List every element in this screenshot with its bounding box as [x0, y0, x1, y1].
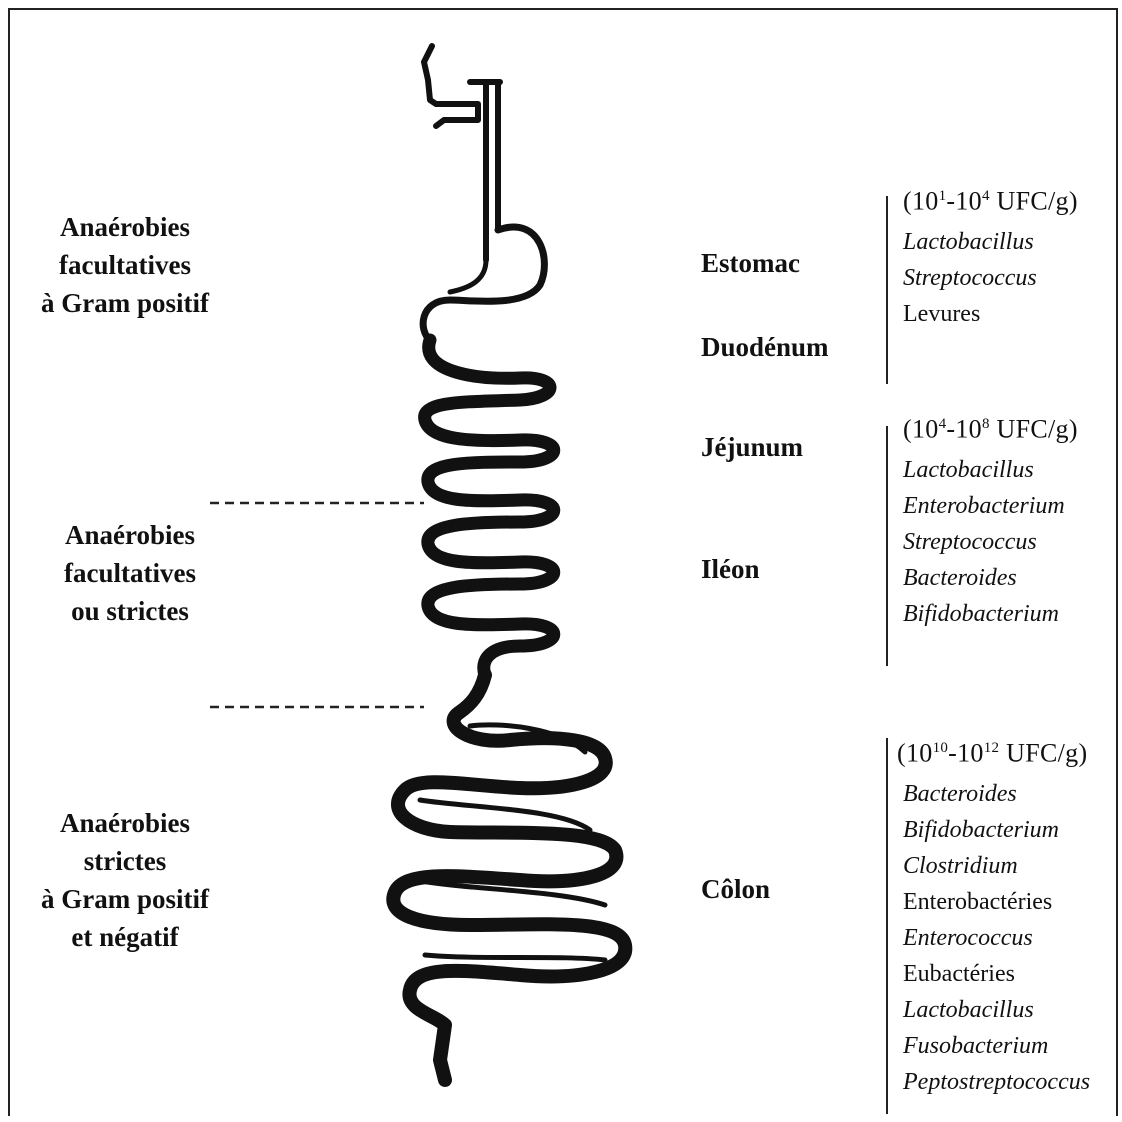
species-item: Bifidobacterium — [903, 596, 1078, 632]
zone-middle-line-2: facultatives — [5, 554, 255, 592]
zone-upper-line-1: Anaérobies — [0, 208, 250, 246]
zone-label-lower: Anaérobies strictes à Gram positif et né… — [0, 804, 250, 956]
count-exponent: 10 — [933, 740, 949, 756]
zone-upper-line-3: à Gram positif — [0, 284, 250, 322]
zone-middle-line-1: Anaérobies — [5, 516, 255, 554]
flora-lower-count: (1010-1012 UFC/g) — [897, 726, 1090, 776]
species-item: Bifidobacterium — [903, 812, 1090, 848]
organ-label-jejunum: Jéjunum — [701, 432, 803, 463]
species-item: Lactobacillus — [903, 992, 1090, 1028]
small-intestine — [425, 340, 554, 675]
count-text: -10 — [948, 739, 984, 768]
count-exponent: 12 — [984, 740, 1000, 756]
count-text: UFC/g) — [999, 739, 1087, 768]
species-item: Eubactéries — [903, 956, 1090, 992]
zone-middle-line-3: ou strictes — [5, 592, 255, 630]
zone-upper-line-2: facultatives — [0, 246, 250, 284]
count-text: UFC/g) — [990, 187, 1078, 216]
species-item: Lactobacillus — [903, 224, 1078, 260]
flora-block-lower: (1010-1012 UFC/g) Bacteroides Bifidobact… — [897, 726, 1090, 1100]
species-item: Fusobacterium — [903, 1028, 1090, 1064]
flora-block-middle: (104-108 UFC/g) Lactobacillus Enterobact… — [903, 402, 1078, 632]
organ-label-colon: Côlon — [701, 874, 770, 905]
bracket-lower — [886, 738, 888, 1114]
zone-lower-line-3: à Gram positif — [0, 880, 250, 918]
count-text: (10 — [903, 415, 939, 444]
esophagus — [424, 46, 498, 260]
species-item: Clostridium — [903, 848, 1090, 884]
species-item: Peptostreptococcus — [903, 1064, 1090, 1100]
count-exponent: 8 — [982, 416, 990, 432]
species-item: Enterobacterium — [903, 488, 1078, 524]
organ-label-duodenum: Duodénum — [701, 332, 829, 363]
count-text: (10 — [897, 739, 933, 768]
count-text: (10 — [903, 187, 939, 216]
flora-middle-count: (104-108 UFC/g) — [903, 402, 1078, 452]
zone-lower-line-2: strictes — [0, 842, 250, 880]
organ-label-ileon: Iléon — [701, 554, 760, 585]
species-item: Enterococcus — [903, 920, 1090, 956]
flora-upper-count: (101-104 UFC/g) — [903, 174, 1078, 224]
bracket-upper — [886, 196, 888, 384]
count-text: UFC/g) — [990, 415, 1078, 444]
species-item: Streptococcus — [903, 524, 1078, 560]
flora-block-upper: (101-104 UFC/g) Lactobacillus Streptococ… — [903, 174, 1078, 332]
bracket-middle — [886, 426, 888, 666]
count-text: -10 — [946, 187, 982, 216]
flora-lower-list: Bacteroides Bifidobacterium Clostridium … — [897, 776, 1090, 1100]
colon — [393, 675, 625, 1080]
zone-label-upper: Anaérobies facultatives à Gram positif — [0, 208, 250, 322]
species-item: Bacteroides — [903, 560, 1078, 596]
zone-lower-line-4: et négatif — [0, 918, 250, 956]
species-item: Bacteroides — [903, 776, 1090, 812]
count-text: -10 — [946, 415, 982, 444]
organ-label-estomac: Estomac — [701, 248, 800, 279]
species-item: Levures — [903, 296, 1078, 332]
zone-label-middle: Anaérobies facultatives ou strictes — [5, 516, 255, 630]
species-item: Streptococcus — [903, 260, 1078, 296]
species-item: Lactobacillus — [903, 452, 1078, 488]
species-item: Enterobactéries — [903, 884, 1090, 920]
zone-lower-line-1: Anaérobies — [0, 804, 250, 842]
count-exponent: 4 — [982, 188, 990, 204]
